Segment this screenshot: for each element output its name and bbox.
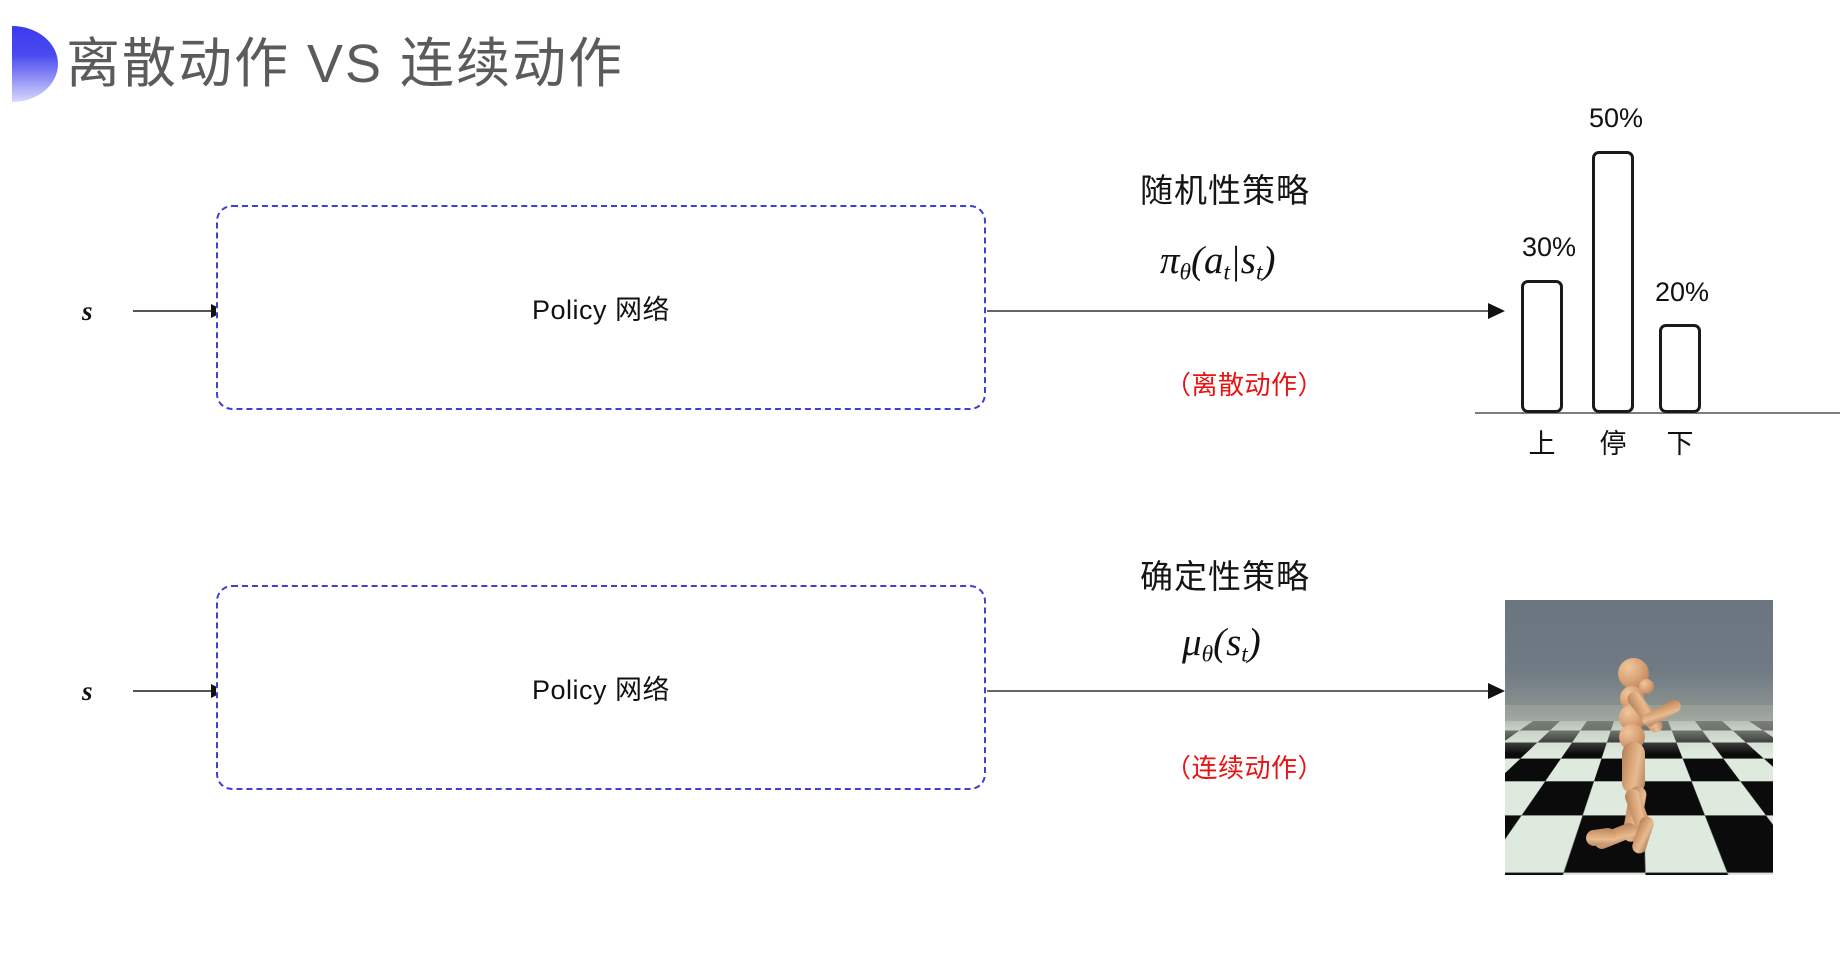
policy-network-box-top[interactable]: Policy 网络 bbox=[216, 205, 986, 410]
bar-category-1: 停 bbox=[1599, 429, 1627, 459]
annotation-note-continuous: （连续动作） bbox=[1165, 753, 1325, 783]
bar-2 bbox=[1659, 324, 1701, 413]
annotation-formula-deterministic: μθ(st) bbox=[1182, 620, 1261, 669]
formula-close-paren-2: ) bbox=[1247, 621, 1261, 664]
bar-value-0: 30% bbox=[1521, 232, 1577, 262]
row-continuous-action: s Policy 网络 确定性策略 μθ(st) （连续动作） bbox=[0, 460, 1846, 966]
annotation-note-discrete: （离散动作） bbox=[1165, 370, 1325, 400]
bar-1 bbox=[1592, 151, 1634, 413]
action-probability-bar-chart: 30% 上 50% 停 20% 下 bbox=[1475, 100, 1846, 459]
input-arrow-bottom bbox=[133, 684, 225, 698]
formula-sub-theta: θ bbox=[1179, 259, 1192, 286]
formula-base-pi: π bbox=[1160, 239, 1180, 282]
bar-0 bbox=[1521, 280, 1563, 413]
input-state-label-top: s bbox=[82, 296, 93, 326]
bar-value-1: 50% bbox=[1588, 103, 1644, 133]
annotation-formula-stochastic: πθ(at|st) bbox=[1160, 238, 1275, 287]
humanoid-shoulder bbox=[1639, 679, 1654, 694]
chart-x-axis bbox=[1475, 412, 1840, 414]
policy-network-box-bottom[interactable]: Policy 网络 bbox=[216, 585, 986, 790]
bar-value-2: 20% bbox=[1654, 277, 1710, 307]
row-discrete-action: s Policy 网络 随机性策略 πθ(at|st) （离散动作） 30% 上… bbox=[82, 100, 1846, 459]
formula-sub-t2: t bbox=[1255, 259, 1263, 286]
policy-network-label-bottom: Policy 网络 bbox=[531, 675, 671, 705]
formula-args-open: (a bbox=[1191, 239, 1224, 282]
annotation-title-stochastic: 随机性策略 bbox=[1140, 172, 1310, 209]
humanoid-simulation-image bbox=[1505, 600, 1773, 875]
formula-sub-theta-2: θ bbox=[1201, 641, 1214, 668]
policy-network-label-top: Policy 网络 bbox=[531, 295, 671, 325]
formula-sub-t3: t bbox=[1241, 641, 1248, 668]
formula-base-mu: μ bbox=[1182, 621, 1202, 664]
input-state-label-bottom: s bbox=[82, 676, 93, 706]
input-arrow-top bbox=[133, 304, 225, 318]
bar-category-0: 上 bbox=[1528, 429, 1556, 459]
formula-sub-t1: t bbox=[1223, 259, 1231, 286]
bar-category-2: 下 bbox=[1666, 429, 1694, 459]
output-arrow-bottom bbox=[987, 683, 1505, 699]
formula-close-paren: ) bbox=[1262, 239, 1276, 282]
formula-args-open-2: (s bbox=[1213, 621, 1242, 664]
formula-bar-s: |s bbox=[1230, 239, 1256, 282]
page-title: 离散动作 VS 连续动作 bbox=[66, 34, 625, 94]
output-arrow-top bbox=[987, 303, 1505, 319]
humanoid-pelvis bbox=[1622, 742, 1645, 794]
annotation-title-deterministic: 确定性策略 bbox=[1140, 558, 1310, 595]
